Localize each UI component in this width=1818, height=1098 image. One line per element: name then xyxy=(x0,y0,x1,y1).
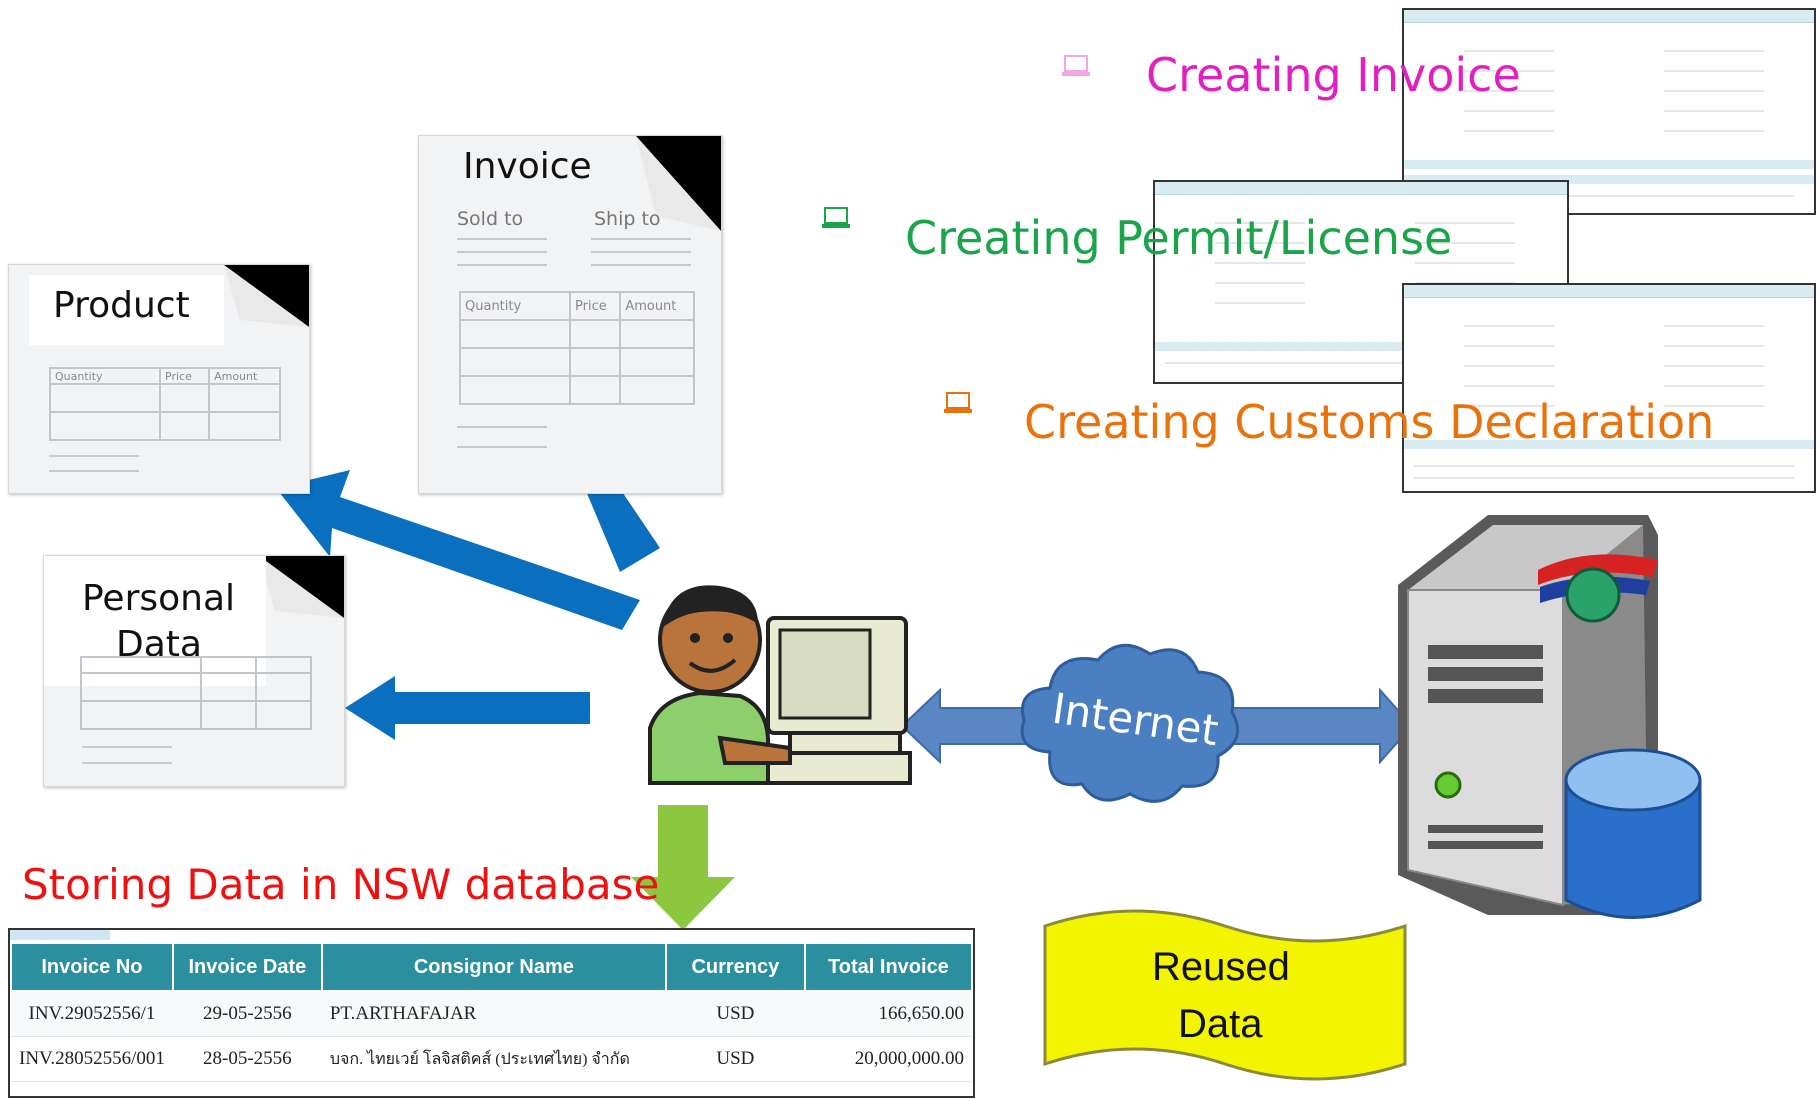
reused-data-label-line2: Data xyxy=(1178,1002,1263,1046)
nsw-database-table-panel: Invoice No Invoice Date Consignor Name C… xyxy=(8,928,975,1098)
storing-data-label: Storing Data in NSW database xyxy=(22,860,660,909)
personal-data-table xyxy=(80,656,312,730)
col-total-invoice[interactable]: Total Invoice xyxy=(803,942,973,992)
personal-data-title-line1: Personal xyxy=(82,578,236,619)
col-amount: Amount xyxy=(208,367,281,385)
col-consignor-name[interactable]: Consignor Name xyxy=(320,942,667,992)
step-creating-customs: Creating Customs Declaration xyxy=(1024,395,1715,449)
invoice-title: Invoice xyxy=(463,146,592,187)
invoice-form-screenshot xyxy=(1402,8,1816,215)
monitor-icon xyxy=(944,392,972,413)
cell-total-invoice: 166,650.00 xyxy=(804,991,972,1037)
cell-consignor-name: บจก. ไทยเวย์ โลจิสติคส์ (ประเทศไทย) จำกั… xyxy=(321,1036,666,1082)
page-fold-icon xyxy=(224,265,309,327)
cell-currency: USD xyxy=(665,1036,805,1082)
arrow-to-product xyxy=(276,470,640,630)
reused-data-label-line1: Reused xyxy=(1152,945,1290,989)
personal-data-document: Personal Data xyxy=(43,555,345,787)
invoice-document: Invoice Sold to Ship to Quantity Price A… xyxy=(418,135,722,494)
invoice-items-table: Quantity Price Amount xyxy=(459,291,695,405)
col-amount: Amount xyxy=(619,291,695,321)
product-title: Product xyxy=(53,285,190,326)
user-at-computer-icon xyxy=(648,585,912,785)
invoice-sold-to: Sold to xyxy=(457,208,524,230)
invoice-table: Invoice No Invoice Date Consignor Name C… xyxy=(10,942,973,1082)
page-fold-icon xyxy=(636,136,721,231)
reused-data-shape xyxy=(1043,909,1407,1081)
cell-invoice-no: INV.29052556/1 xyxy=(11,991,173,1037)
col-price: Price xyxy=(568,291,622,321)
arrow-to-personal-data xyxy=(345,676,590,740)
cell-consignor-name: PT.ARTHAFAJAR xyxy=(321,991,666,1037)
step-creating-invoice: Creating Invoice xyxy=(1146,48,1521,102)
monitor-icon xyxy=(822,207,850,228)
cell-invoice-date: 29-05-2556 xyxy=(172,991,322,1037)
col-quantity: Quantity xyxy=(49,367,161,385)
table-row[interactable]: INV.29052556/1 29-05-2556 PT.ARTHAFAJAR … xyxy=(11,991,972,1037)
col-quantity: Quantity xyxy=(459,291,571,321)
step-creating-permit: Creating Permit/License xyxy=(905,211,1453,265)
cell-invoice-no: INV.28052556/001 xyxy=(11,1036,173,1082)
col-currency[interactable]: Currency xyxy=(664,942,806,992)
table-row[interactable]: INV.28052556/001 28-05-2556 บจก. ไทยเวย์… xyxy=(11,1036,972,1082)
server-database-icon xyxy=(1398,515,1702,919)
internet-cloud-icon xyxy=(1020,643,1240,803)
product-document: Product Quantity Price Amount xyxy=(8,264,310,494)
page-fold-icon xyxy=(259,556,344,618)
col-invoice-date[interactable]: Invoice Date xyxy=(171,942,323,992)
cell-invoice-date: 28-05-2556 xyxy=(172,1036,322,1082)
arrow-to-database xyxy=(631,805,735,930)
invoice-ship-to: Ship to xyxy=(594,208,661,230)
product-items-table: Quantity Price Amount xyxy=(49,367,281,441)
col-invoice-no[interactable]: Invoice No xyxy=(10,942,174,992)
customs-form-screenshot xyxy=(1402,283,1816,493)
cell-currency: USD xyxy=(665,991,805,1037)
cell-total-invoice: 20,000,000.00 xyxy=(804,1036,972,1082)
monitor-icon xyxy=(1062,55,1090,76)
col-price: Price xyxy=(158,367,211,385)
